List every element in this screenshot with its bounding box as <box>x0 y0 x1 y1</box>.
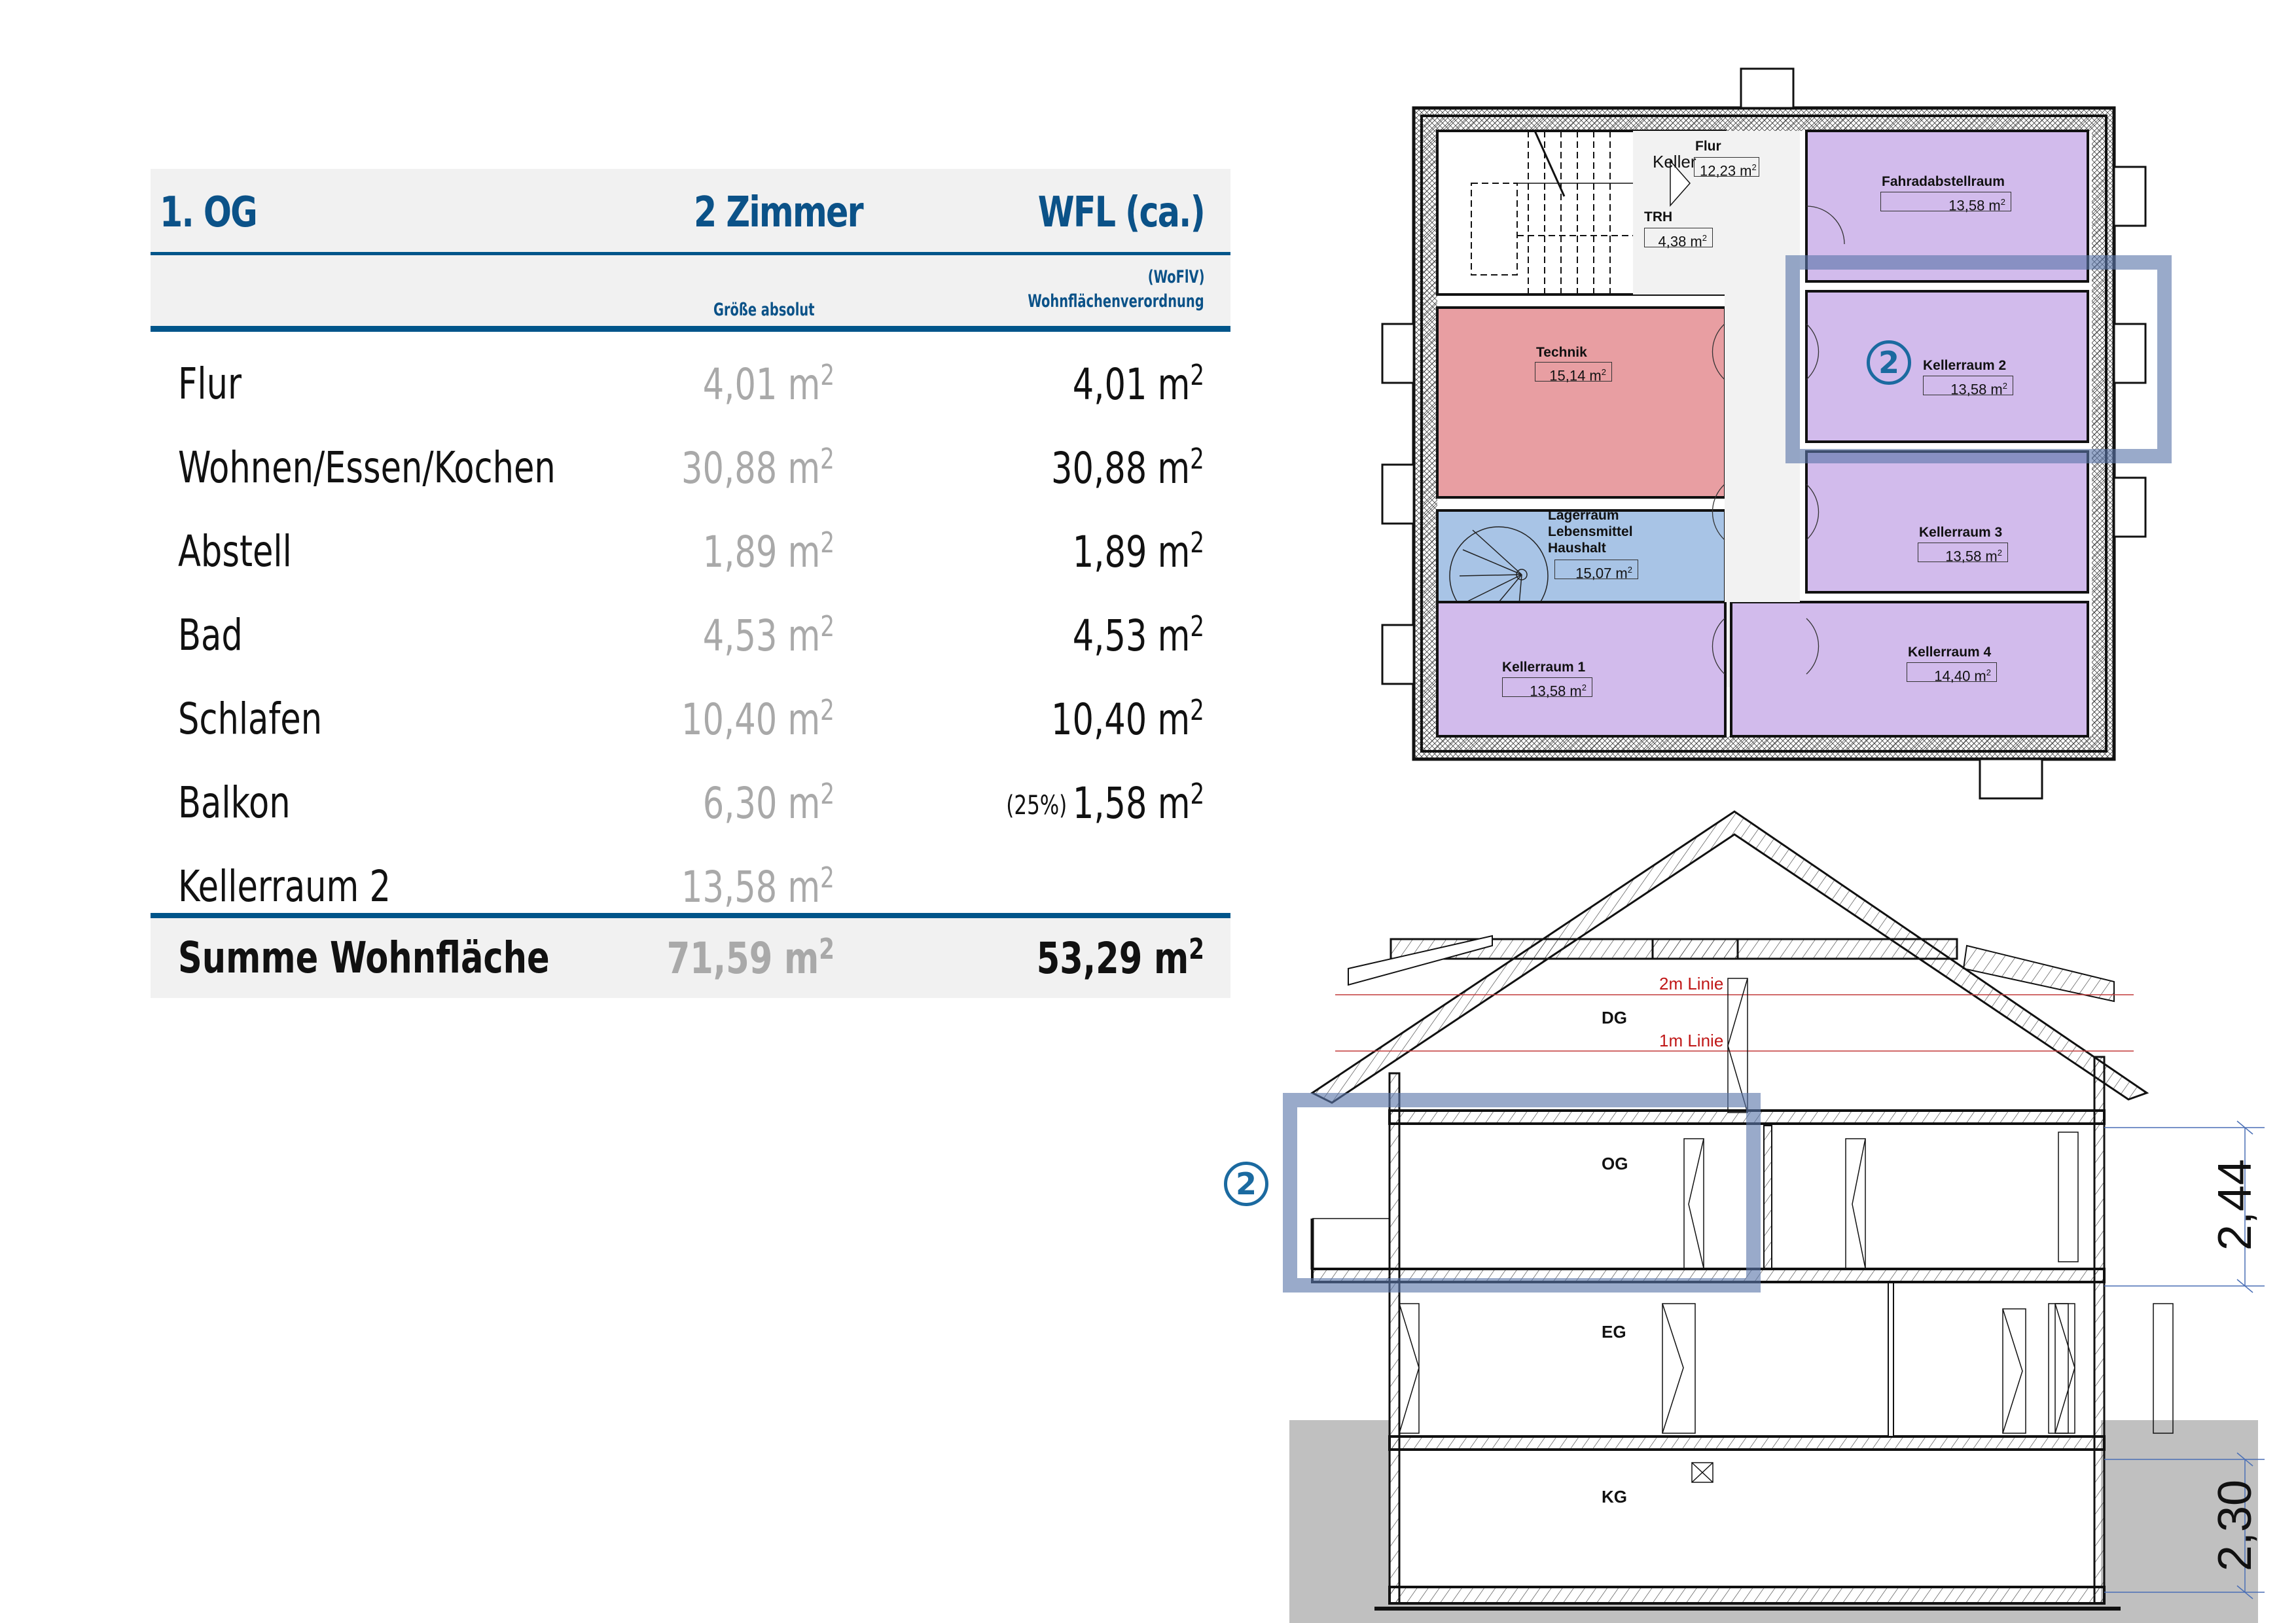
room-label-trh: TRH <box>1644 209 1673 224</box>
marker-2-icon: 2 <box>1224 1162 1268 1206</box>
lager-line-3: Haushalt <box>1548 541 1606 556</box>
abs-size-label: Größe absolut <box>713 300 815 320</box>
area-lagerraum: 15,07 m2 <box>1554 560 1638 581</box>
area-flur: 12,23 m2 <box>1694 157 1759 179</box>
sum-row-background <box>151 918 1230 998</box>
room-wfl-area: 10,40 m2 <box>1051 694 1204 745</box>
room-name: Abstell <box>178 526 292 577</box>
room-name: Kellerraum 2 <box>178 861 391 912</box>
area-kellerraum-2: 13,58 m2 <box>1923 376 2013 397</box>
lager-line-2: Lebensmittel <box>1548 524 1633 539</box>
level-eg-label: EG <box>1602 1322 1626 1342</box>
room-label-technik: Technik <box>1536 345 1587 360</box>
section-drawing <box>1289 810 2265 1623</box>
sum-abs: 71,59 m2 <box>666 933 834 984</box>
level-dg-label: DG <box>1602 1008 1627 1027</box>
basement-floor-plan: Keller Flur 12,23 m2 TRH 4,38 m2 Technik… <box>1374 65 2199 805</box>
room-name: Balkon <box>178 777 291 828</box>
table-row: Schlafen 10,40 m2 10,40 m2 <box>151 679 1230 763</box>
room-abs-area: 30,88 m2 <box>681 442 834 493</box>
wfl-title: WFL (ca.) <box>1037 188 1206 237</box>
wohnflaechenverordnung-label: Wohnflächenverordnung <box>1028 291 1204 312</box>
table-row: Wohnen/Essen/Kochen 30,88 m2 30,88 m2 <box>151 428 1230 512</box>
table-subheader <box>151 255 1230 326</box>
room-name: Bad <box>178 610 243 660</box>
sum-label: Summe Wohnfläche <box>178 933 550 983</box>
area-trh: 4,38 m2 <box>1644 228 1713 249</box>
level-kg-label: KG <box>1602 1487 1627 1507</box>
area-kellerraum-4: 14,40 m2 <box>1907 662 1997 684</box>
table-row: Flur 4,01 m2 4,01 m2 <box>151 344 1230 428</box>
area-technik: 15,14 m2 <box>1535 362 1612 383</box>
room-abs-area: 6,30 m2 <box>702 777 834 829</box>
table-row: Abstell 1,89 m2 1,89 m2 <box>151 512 1230 596</box>
room-label-kellerraum-3: Kellerraum 3 <box>1919 525 2003 540</box>
subheader-divider <box>151 326 1230 332</box>
building-section: 2m Linie 1m Linie DG OG EG KG 2,44 2,30 … <box>1224 805 2296 1623</box>
room-abs-area: 13,58 m2 <box>681 861 834 912</box>
floor-title: 1. OG <box>160 188 258 237</box>
line-2m-label: 2m Linie <box>1659 974 1724 993</box>
wofl-label: (WoFlV) <box>1147 267 1204 287</box>
room-wfl-area: 1,89 m2 <box>1072 526 1204 577</box>
area-kellerraum-3: 13,58 m2 <box>1918 543 2008 564</box>
og-apartment-highlight <box>1283 1093 1761 1293</box>
table-row: Balkon 6,30 m2 (25%)1,58 m2 <box>151 763 1230 847</box>
room-label-keller: Keller <box>1653 152 1696 171</box>
level-og-label: OG <box>1602 1154 1628 1173</box>
rooms-title: 2 Zimmer <box>694 188 864 237</box>
room-name: Wohnen/Essen/Kochen <box>178 442 556 493</box>
room-label-kellerraum-2: Kellerraum 2 <box>1923 358 2007 373</box>
floor-plan-drawing <box>1381 67 2147 800</box>
room-wfl-area: 30,88 m2 <box>1051 442 1204 493</box>
room-abs-area: 1,89 m2 <box>702 526 834 577</box>
balcony-percent: (25%) <box>1006 791 1067 821</box>
room-name: Schlafen <box>178 694 323 744</box>
room-wfl-area: 4,01 m2 <box>1072 359 1204 410</box>
room-wfl-area: (25%)1,58 m2 <box>1006 777 1204 829</box>
lager-line-1: Lagerraum <box>1548 508 1619 523</box>
area-fahradabstellraum: 13,58 m2 <box>1880 192 2011 213</box>
room-label-lagerraum: Lagerraum Lebensmittel Haushalt <box>1548 507 1633 556</box>
room-label-fahradabstellraum: Fahradabstellraum <box>1882 174 2005 189</box>
room-label-kellerraum-4: Kellerraum 4 <box>1908 645 1992 660</box>
room-name: Flur <box>178 359 242 409</box>
area-kellerraum-1: 13,58 m2 <box>1502 677 1592 699</box>
room-wfl-area: 4,53 m2 <box>1072 610 1204 661</box>
room-abs-area: 10,40 m2 <box>681 694 834 745</box>
sum-wfl: 53,29 m2 <box>1036 933 1204 984</box>
line-1m-label: 1m Linie <box>1659 1031 1724 1050</box>
room-label-flur: Flur <box>1695 139 1721 154</box>
room-abs-area: 4,01 m2 <box>702 359 834 410</box>
header-divider <box>151 252 1230 255</box>
table-row: Kellerraum 2 13,58 m2 <box>151 847 1230 931</box>
dimension-og-height: 2,44 <box>2209 1158 2262 1251</box>
room-abs-area: 4,53 m2 <box>702 610 834 661</box>
marker-2-icon: 2 <box>1867 340 1911 385</box>
table-row: Bad 4,53 m2 4,53 m2 <box>151 596 1230 679</box>
sum-row: Summe Wohnfläche 71,59 m2 53,29 m2 <box>151 918 1230 1002</box>
dimension-kg-height: 2,30 <box>2209 1479 2262 1572</box>
room-label-kellerraum-1: Kellerraum 1 <box>1502 660 1586 675</box>
table-header <box>151 169 1230 252</box>
sum-divider <box>151 913 1230 918</box>
kellerraum-2-highlight <box>1785 255 2172 463</box>
